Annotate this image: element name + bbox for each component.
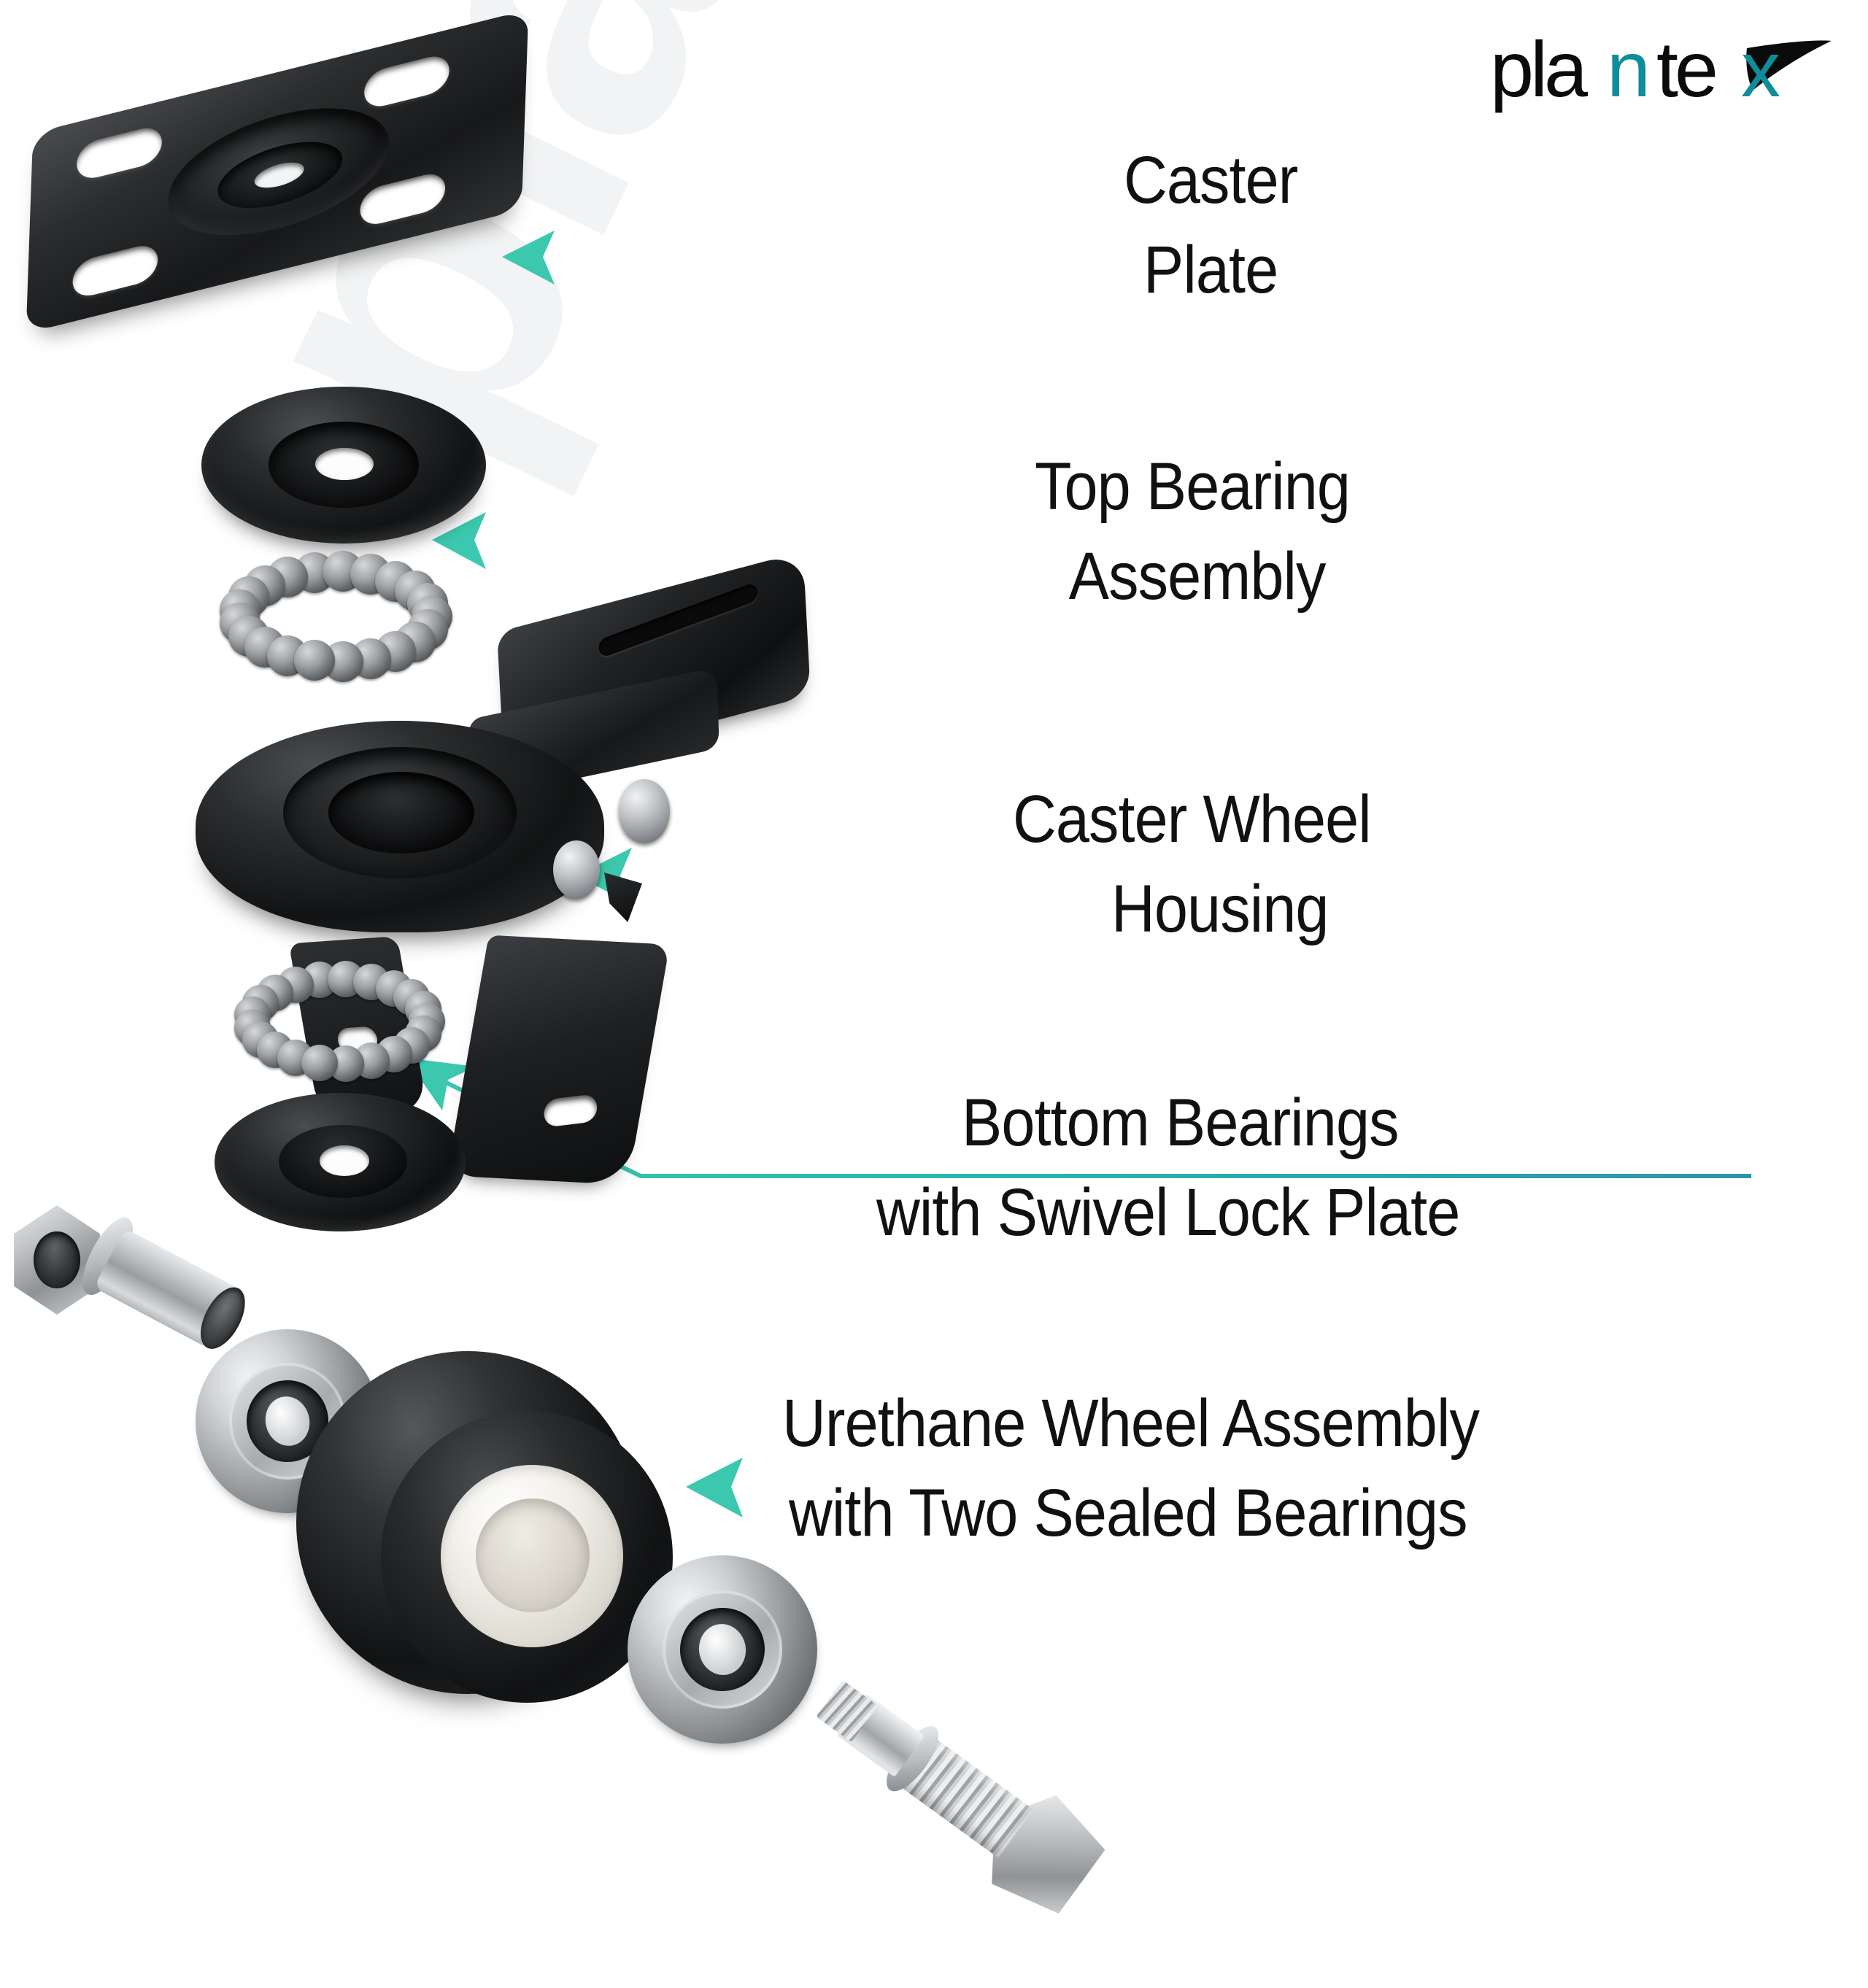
callout-line-2: Plate bbox=[1143, 233, 1278, 308]
part-caster-plate bbox=[22, 9, 628, 357]
callout-line-2: Assembly bbox=[1068, 539, 1327, 614]
plantex-logo-icon: pla n te x bbox=[1490, 26, 1832, 113]
part-top-ball-ring bbox=[219, 551, 452, 682]
svg-text:pla: pla bbox=[1490, 26, 1589, 113]
part-top-bearing-cup bbox=[201, 387, 486, 544]
top-bearing-cup-bore bbox=[315, 448, 374, 480]
caster-plate-body bbox=[26, 9, 529, 333]
plate-mount-hole bbox=[363, 52, 450, 111]
hex-nut-thread-hole bbox=[34, 1231, 80, 1288]
callout-line-1: Urethane Wheel Assembly bbox=[782, 1386, 1480, 1461]
housing-brake-tab bbox=[604, 873, 642, 922]
callout-line-1: Caster Wheel bbox=[1013, 782, 1372, 856]
wheel-hub-bore bbox=[476, 1498, 590, 1612]
callout-line-2: Housing bbox=[1111, 872, 1329, 947]
plate-mount-hole bbox=[72, 241, 158, 301]
part-swivel-lock-plate bbox=[206, 1088, 474, 1245]
part-caster-wheel-housing bbox=[182, 551, 868, 1186]
plate-center-bore bbox=[254, 158, 305, 193]
plantex-logo: pla n te x bbox=[1490, 26, 1833, 114]
housing-rivet bbox=[553, 840, 600, 899]
housing-fork-leg-right bbox=[447, 935, 670, 1186]
housing-raceway bbox=[283, 747, 517, 878]
callout-line-1: Bottom Bearings bbox=[962, 1086, 1400, 1160]
callout-line-2: with Swivel Lock Plate bbox=[876, 1175, 1460, 1250]
callout-line-1: Top Bearing bbox=[1035, 449, 1351, 524]
lock-plate-inner bbox=[279, 1125, 407, 1198]
callout-line-1: Caster bbox=[1124, 143, 1298, 217]
callout-label-top-bearing-assembly: Top Bearing Assembly bbox=[1035, 449, 1351, 614]
top-bearing-cup-inner bbox=[269, 422, 419, 508]
housing-swivel-body bbox=[196, 721, 670, 1186]
part-bottom-ball-ring bbox=[234, 961, 445, 1082]
housing-pedal-slot bbox=[597, 581, 759, 659]
lock-plate-bore bbox=[320, 1145, 369, 1176]
plate-mount-hole bbox=[359, 169, 446, 229]
callout-label-caster-wheel-housing: Caster Wheel Housing bbox=[1013, 782, 1372, 947]
callout-line-2: with Two Sealed Bearings bbox=[789, 1476, 1468, 1551]
housing-center-bore bbox=[328, 772, 474, 854]
plate-center-dish bbox=[166, 87, 392, 257]
housing-axle-hole bbox=[544, 1094, 598, 1128]
lock-plate-body bbox=[215, 1093, 466, 1231]
housing-rivet bbox=[619, 779, 670, 843]
svg-text:te: te bbox=[1656, 26, 1715, 113]
svg-text:n: n bbox=[1607, 26, 1647, 113]
plate-dish-inner bbox=[216, 130, 344, 220]
ball-bearing bbox=[293, 640, 335, 681]
svg-text:x: x bbox=[1741, 26, 1780, 113]
callout-label-caster-plate: Caster Plate bbox=[1124, 143, 1298, 308]
plate-mount-hole bbox=[76, 123, 163, 183]
part-urethane-wheel bbox=[296, 1320, 741, 1751]
wheel-plastic-hub bbox=[441, 1465, 623, 1647]
wheel-tire-face bbox=[381, 1411, 673, 1703]
ball-bearing bbox=[301, 1044, 339, 1081]
callout-label-urethane-wheel-assembly: Urethane Wheel Assembly with Two Sealed … bbox=[782, 1386, 1480, 1551]
callout-label-bottom-bearings: Bottom Bearings with Swivel Lock Plate bbox=[876, 1086, 1460, 1250]
